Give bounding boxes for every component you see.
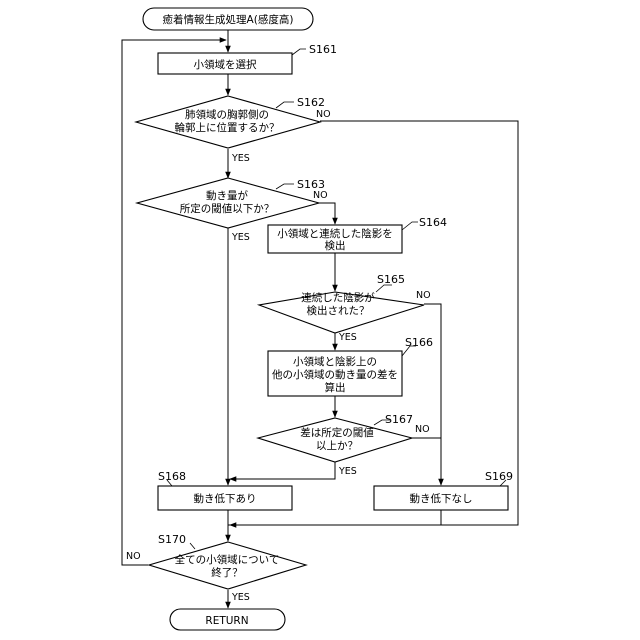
s169-text-line-1: 動き低下なし — [410, 492, 473, 505]
s166-text-line-1: 小領域と陰影上の — [293, 355, 377, 368]
s170-text-line-1: 全ての小領域について — [175, 553, 280, 566]
s162-step-id: S162 — [297, 96, 325, 109]
s162-leader — [276, 102, 294, 108]
s170-text-line-2: 終了？ — [211, 566, 243, 579]
start-terminal-label: 癒着情報生成処理A(感度高) — [163, 13, 294, 26]
step-s167: 差は所定の閾値 以上か？ S167 NO YES — [258, 413, 430, 477]
s162-yes-label: YES — [231, 153, 250, 164]
end-terminal-label: RETURN — [205, 615, 248, 627]
s167-no-label: NO — [415, 424, 430, 435]
arrow-s165-no — [424, 304, 441, 485]
s167-yes-label: YES — [338, 466, 357, 477]
s163-text-line-2: 所定の閾値以下か？ — [180, 202, 275, 215]
step-s165: 連続した陰影が 検出された？ S165 NO YES — [259, 273, 431, 343]
s168-text-line-1: 動き低下あり — [194, 492, 257, 505]
arrow-s169-to-merge — [228, 510, 441, 525]
s165-yes-label: YES — [338, 332, 357, 343]
s163-no-label: NO — [313, 190, 328, 201]
arrow-s162-no — [230, 121, 518, 525]
s169-step-id: S169 — [485, 470, 513, 483]
step-s164: 小領域と連続した陰影を 検出 S164 — [268, 216, 447, 253]
s165-text-line-2: 検出された？ — [307, 304, 370, 317]
s161-text-line-1: 小領域を選択 — [194, 58, 257, 71]
s165-step-id: S165 — [377, 273, 405, 286]
s164-step-id: S164 — [419, 216, 447, 229]
s168-step-id: S168 — [158, 470, 186, 483]
arrow-s167-yes — [230, 462, 335, 479]
s167-text-line-2: 以上か？ — [316, 440, 358, 452]
step-s161: 小領域を選択 S161 — [158, 43, 337, 74]
s163-leader — [276, 184, 294, 189]
s165-no-label: NO — [416, 290, 431, 301]
step-s168: 動き低下あり S168 — [158, 470, 292, 510]
s162-text-line-2: 輪郭上に位置するか？ — [175, 121, 280, 134]
s163-yes-label: YES — [231, 232, 250, 243]
end-terminal: RETURN — [170, 609, 285, 630]
s163-text-line-1: 動き量が — [206, 189, 248, 202]
step-s162: 肺領域の胸郭側の 輪郭上に位置するか？ S162 NO YES — [136, 96, 331, 164]
s165-text-line-1: 連続した陰影が — [301, 291, 375, 304]
s162-text-line-1: 肺領域の胸郭側の — [185, 108, 269, 121]
s165-leader — [376, 285, 392, 292]
step-s170: 全ての小領域について 終了？ S170 NO YES — [126, 533, 306, 603]
s166-text-line-3: 算出 — [325, 381, 346, 394]
s164-text-line-2: 検出 — [325, 239, 346, 252]
s167-step-id: S167 — [385, 413, 413, 426]
arrow-s163-no — [319, 203, 335, 224]
start-terminal: 癒着情報生成処理A(感度高) — [143, 8, 313, 30]
s166-step-id: S166 — [405, 336, 433, 349]
s170-yes-label: YES — [231, 592, 250, 603]
s167-text-line-1: 差は所定の閾値 — [300, 426, 374, 439]
s164-leader — [402, 222, 418, 230]
s164-text-line-1: 小領域と連続した陰影を — [277, 227, 393, 240]
s170-no-label: NO — [126, 551, 141, 562]
s162-no-label: NO — [316, 109, 331, 120]
s170-leader — [190, 543, 195, 549]
s166-text-line-2: 他の小領域の動き量の差を — [272, 368, 398, 381]
s170-step-id: S170 — [158, 533, 186, 546]
step-s169: 動き低下なし S169 — [374, 470, 513, 510]
s161-step-id: S161 — [309, 43, 337, 56]
step-s166: 小領域と陰影上の 他の小領域の動き量の差を 算出 S166 — [268, 336, 433, 396]
s161-leader — [292, 49, 306, 55]
